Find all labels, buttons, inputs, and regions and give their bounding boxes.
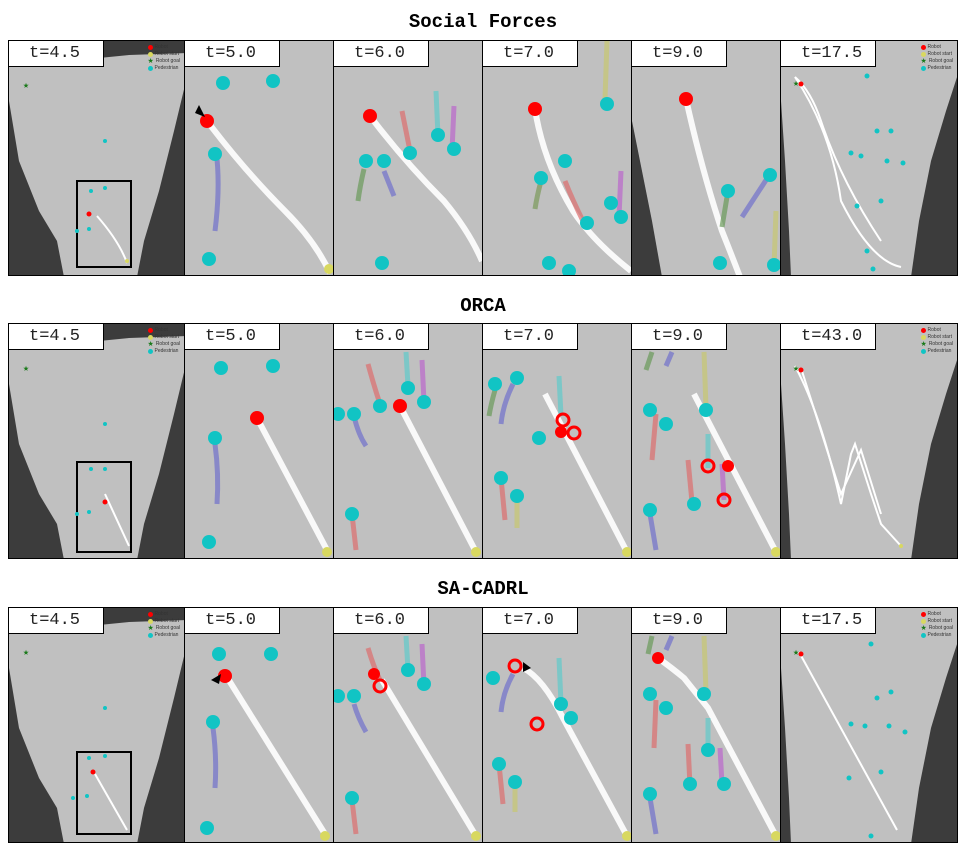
panel-orca-t9: t=9.0 <box>631 323 781 559</box>
legend: Robot Robot start ★Robot goal Pedestrian <box>920 44 953 71</box>
panel-orca-t7: t=7.0 <box>482 323 632 559</box>
svg-text:★: ★ <box>23 364 29 375</box>
panel-social-forces-t9: t=9.0 <box>631 40 781 276</box>
time-label: t=9.0 <box>632 324 727 350</box>
panel-orca-t5: t=5.0 <box>184 323 334 559</box>
svg-text:★: ★ <box>793 364 799 375</box>
time-label: t=5.0 <box>185 324 280 350</box>
time-label: t=6.0 <box>334 41 429 67</box>
legend: Robot Robot start ★Robot goal Pedestrian <box>920 327 953 354</box>
panel-sa-cadrl-t9: t=9.0 <box>631 607 781 843</box>
panel-sa-cadrl-final: ★ t=17.5 Robot Robot start ★Robot goal P… <box>780 607 958 843</box>
robot-marker <box>200 114 214 128</box>
map-overview: ★ <box>9 41 184 275</box>
time-label: t=9.0 <box>632 608 727 634</box>
time-label: t=5.0 <box>185 41 280 67</box>
time-label: t=6.0 <box>334 324 429 350</box>
panel-sa-cadrl-t5: t=5.0 <box>184 607 334 843</box>
legend: Robot Robot start ★Robot goal Pedestrian <box>147 44 180 71</box>
panel-orca-t6: t=6.0 <box>333 323 483 559</box>
panel-orca-overview: ★ t=4.5 Robot Robot start ★Robot goal Pe… <box>8 323 185 559</box>
panel-social-forces-t6: t=6.0 <box>333 40 483 276</box>
svg-text:★: ★ <box>793 648 799 659</box>
panel-sa-cadrl-overview: ★ t=4.5 Robot Robot start ★Robot goal Pe… <box>8 607 185 843</box>
time-label: t=7.0 <box>483 324 578 350</box>
time-label: t=4.5 <box>9 324 104 350</box>
time-label: t=7.0 <box>483 41 578 67</box>
robot-trail <box>96 215 128 264</box>
panel-sa-cadrl-t7: t=7.0 <box>482 607 632 843</box>
time-label: t=17.5 <box>781 608 876 634</box>
legend: Robot Robot start ★Robot goal Pedestrian <box>147 327 180 354</box>
panel-orca-final: ★ t=43.0 Robot Robot start ★Robot goal P… <box>780 323 958 559</box>
pedestrian <box>216 76 230 90</box>
robot-marker <box>86 211 92 217</box>
row-title-sa-cadrl: SA-CADRL <box>437 578 529 600</box>
collision-ring <box>555 412 571 428</box>
time-label: t=6.0 <box>334 608 429 634</box>
time-label: t=17.5 <box>781 41 876 67</box>
time-label: t=5.0 <box>185 608 280 634</box>
time-label: t=7.0 <box>483 608 578 634</box>
zoom-box <box>76 180 132 268</box>
panel-sa-cadrl-t6: t=6.0 <box>333 607 483 843</box>
panel-social-forces-overview: ★ t=4.5 Robot Robot start ★Robot goal Pe… <box>8 40 185 276</box>
time-label: t=43.0 <box>781 324 876 350</box>
panel-social-forces-t7: t=7.0 <box>482 40 632 276</box>
legend: Robot Robot start ★Robot goal Pedestrian <box>920 611 953 638</box>
goal-star: ★ <box>23 81 29 92</box>
time-label: t=9.0 <box>632 41 727 67</box>
row-title-social-forces: Social Forces <box>408 11 558 33</box>
time-label: t=4.5 <box>9 608 104 634</box>
time-label: t=4.5 <box>9 41 104 67</box>
row-title-orca: ORCA <box>460 295 506 317</box>
panel-social-forces-final: ★ t=17.5 Robot Robot start ★Robot goal P… <box>780 40 958 276</box>
svg-text:★: ★ <box>23 648 29 659</box>
panel-social-forces-t5: t=5.0 <box>184 40 334 276</box>
pedestrian <box>103 139 107 143</box>
svg-text:★: ★ <box>793 79 799 90</box>
legend: Robot Robot start ★Robot goal Pedestrian <box>147 611 180 638</box>
